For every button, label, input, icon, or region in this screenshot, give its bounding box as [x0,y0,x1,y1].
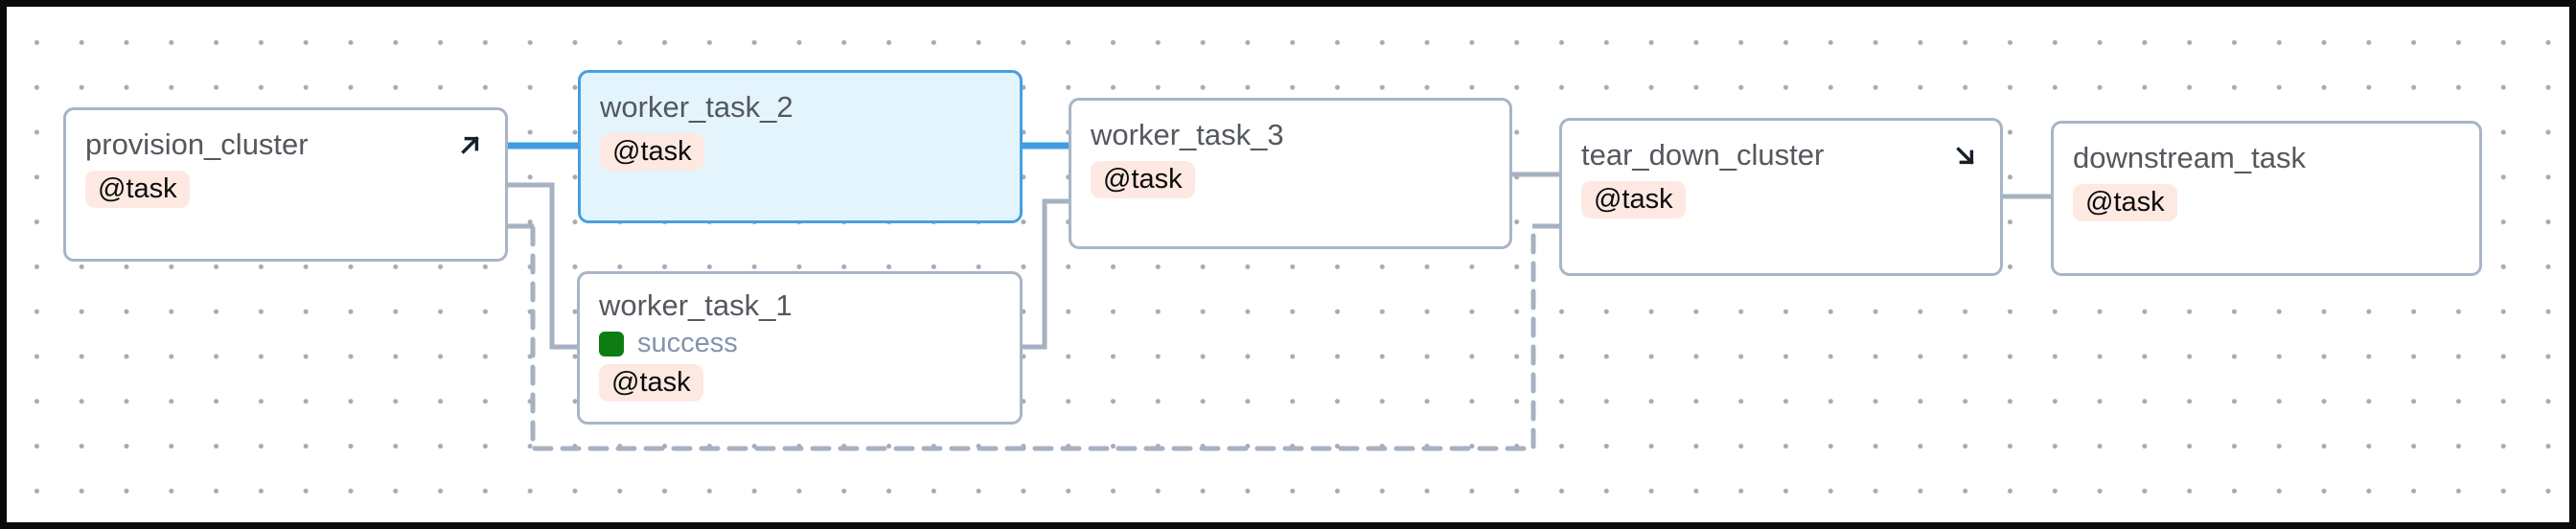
arrow-up-right-icon [461,136,479,154]
task-decorator-badge: @task [600,133,704,171]
arrow-down-right-icon [1956,147,1974,165]
edge-worker_task_1-worker_task_3 [1021,198,1070,350]
task-title: provision_cluster [85,127,309,161]
task-node-worker_task_1[interactable]: worker_task_1 success @task [577,271,1023,425]
task-title: downstream_task [2073,141,2306,174]
task-status: success [599,328,1000,359]
edge-provision_cluster-tear_down_cluster-dashed [530,225,1536,451]
task-title: tear_down_cluster [1581,138,1825,172]
task-node-tear_down_cluster[interactable]: tear_down_cluster @task [1559,118,2003,276]
task-title: worker_task_1 [599,288,793,322]
edge-provision_cluster-worker_task_1 [508,182,579,350]
task-node-provision_cluster[interactable]: provision_cluster @task [63,107,508,262]
task-decorator-badge: @task [2073,184,2177,221]
task-node-worker_task_3[interactable]: worker_task_3 @task [1069,98,1512,249]
task-decorator-badge: @task [85,171,190,208]
status-label: success [637,328,738,358]
task-node-downstream_task[interactable]: downstream_task @task [2051,121,2482,276]
task-title: worker_task_2 [600,90,794,124]
task-decorator-badge: @task [1581,181,1686,218]
task-decorator-badge: @task [599,364,703,402]
task-node-worker_task_2[interactable]: worker_task_2 @task [578,70,1023,223]
task-decorator-badge: @task [1091,161,1195,198]
success-status-icon [599,331,624,356]
task-title: worker_task_3 [1091,118,1284,151]
